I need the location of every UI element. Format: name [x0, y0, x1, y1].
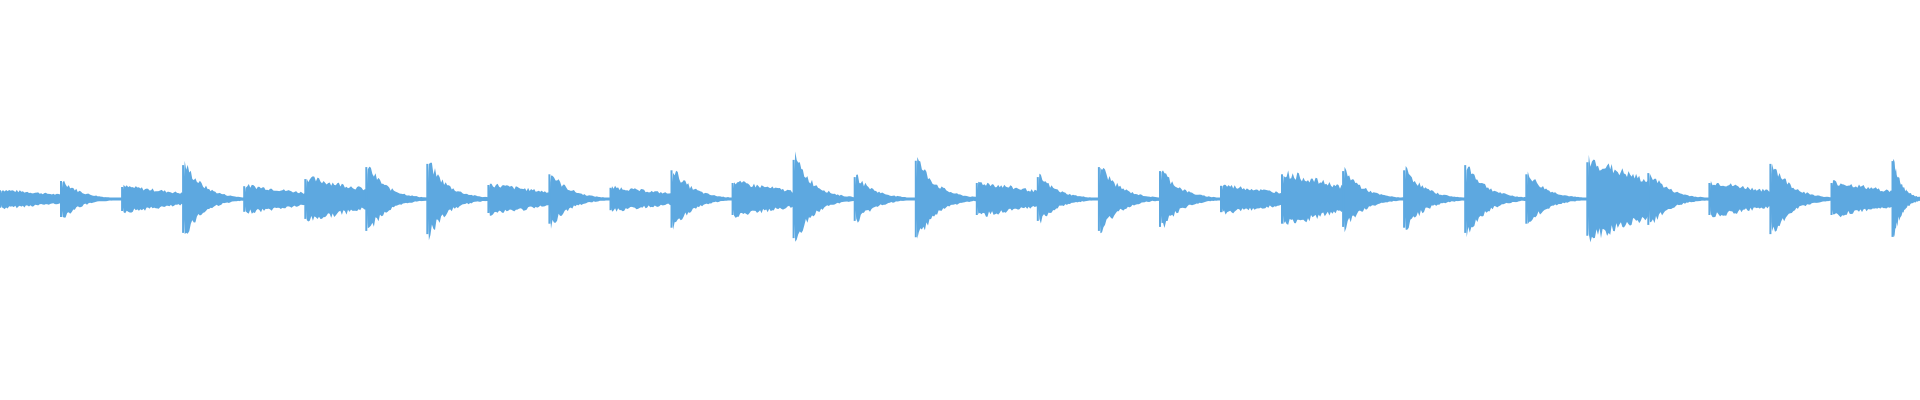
waveform-segments [0, 151, 1920, 243]
waveform-segment [1892, 159, 1920, 238]
waveform-segment [1770, 163, 1832, 232]
waveform-segment [1526, 171, 1588, 224]
waveform-segment [610, 185, 672, 212]
waveform-segment [915, 157, 977, 239]
waveform-segment [1709, 181, 1771, 218]
waveform-segment [244, 184, 306, 214]
waveform-segment [1343, 166, 1405, 233]
waveform-segment [1587, 154, 1649, 243]
waveform-segment [732, 180, 794, 218]
waveform-segment [1098, 167, 1160, 234]
waveform-segment [1831, 180, 1893, 218]
waveform-segment [1221, 184, 1282, 215]
waveform-segment [1465, 166, 1527, 238]
waveform-segment [366, 166, 428, 229]
waveform-segment [549, 175, 611, 229]
waveform-segment [305, 176, 367, 222]
waveform-segment [488, 183, 550, 216]
waveform-segment [427, 162, 489, 241]
waveform-segment [61, 180, 123, 218]
waveform-segment [1648, 173, 1710, 224]
waveform-segment [854, 174, 916, 223]
waveform-segment [1404, 166, 1466, 230]
waveform-segment [1037, 173, 1099, 224]
waveform-segment [671, 170, 733, 230]
waveform-segment [183, 160, 245, 234]
waveform-segment [1160, 170, 1221, 228]
waveform-segment [0, 189, 61, 210]
waveform-segment [976, 181, 1038, 217]
waveform-segment [122, 184, 184, 214]
waveform-segment [1282, 170, 1344, 225]
waveform-segment [793, 151, 855, 242]
